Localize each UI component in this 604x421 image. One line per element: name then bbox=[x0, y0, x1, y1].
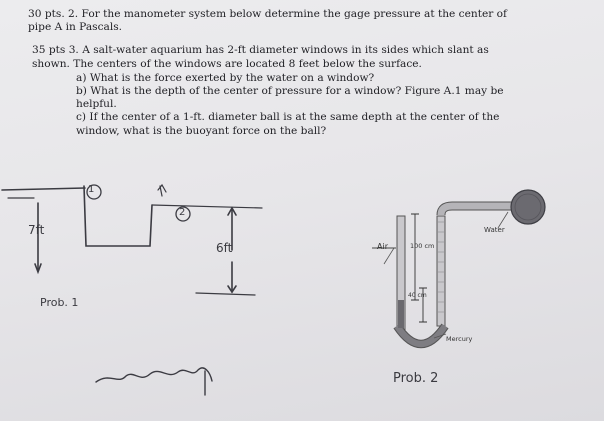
problem-2-line1: For the manometer system below determine… bbox=[81, 8, 507, 20]
problem-3-part-c-cont: window, what is the buoyant force on the… bbox=[76, 124, 327, 137]
problem-3: 35 pts 3. A salt-water aquarium has 2-ft… bbox=[32, 44, 582, 137]
problem-3-points: 35 pts 3. bbox=[32, 44, 79, 57]
prob-2-label: Prob. 2 bbox=[393, 371, 439, 386]
problem-text: 30 pts. 2. For the manometer system belo… bbox=[22, 8, 582, 138]
circle-label-2: 2 bbox=[179, 207, 186, 218]
problem-2-points: 30 pts. 2. bbox=[28, 8, 79, 20]
problem-3-part-b: b) What is the depth of the center of pr… bbox=[76, 85, 504, 98]
dimension-7ft: 7ft bbox=[28, 223, 45, 237]
problem-3-line1: A salt-water aquarium has 2-ft diameter … bbox=[82, 44, 489, 57]
problem-3-line2: shown. The centers of the windows are lo… bbox=[32, 57, 422, 70]
dimension-40cm: 40 cm bbox=[408, 292, 427, 299]
mercury-label: Mercury bbox=[446, 335, 473, 343]
problem-3-part-a: a) What is the force exerted by the wate… bbox=[76, 71, 375, 84]
prob-1-label: Prob. 1 bbox=[40, 296, 79, 309]
problem-2: 30 pts. 2. For the manometer system belo… bbox=[28, 8, 582, 34]
dimension-100cm: 100 cm bbox=[410, 242, 435, 250]
problem-2-line2: pipe A in Pascals. bbox=[28, 21, 123, 34]
dimension-6ft: 6ft bbox=[216, 241, 233, 255]
problem-3-part-c: c) If the center of a 1-ft. diameter bal… bbox=[76, 111, 500, 124]
water-label: Water bbox=[484, 226, 505, 234]
circle-label-1: 1 bbox=[88, 184, 95, 195]
problem-3-subparts: a) What is the force exerted by the wate… bbox=[32, 72, 582, 138]
manometer-diagram bbox=[372, 189, 546, 349]
air-label: Air bbox=[377, 242, 388, 251]
prob1-sketch bbox=[1, 183, 263, 396]
problem-3-part-b-cont: helpful. bbox=[76, 98, 117, 111]
